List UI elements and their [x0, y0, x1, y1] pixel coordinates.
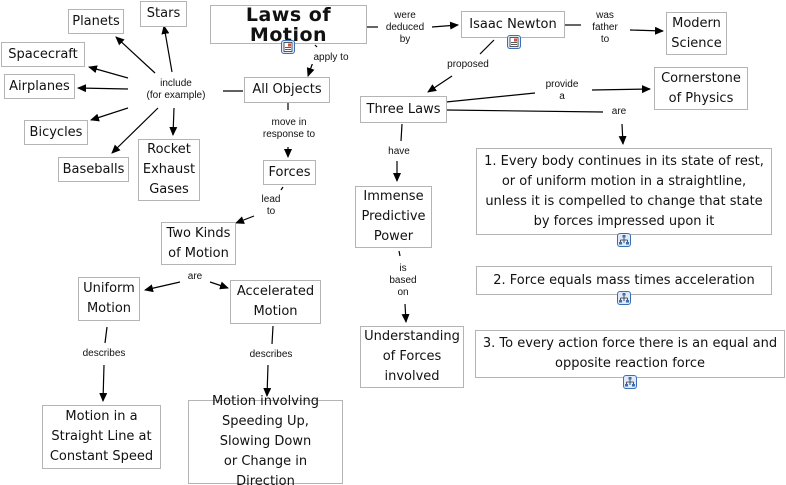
node-forces[interactable]: Forces	[263, 160, 316, 185]
edge-accel-describes	[271, 325, 274, 345]
link-label-provide-a: provide a	[537, 79, 587, 103]
edge-apply-objects	[306, 61, 315, 77]
node-stars[interactable]: Stars	[140, 1, 187, 27]
node-rocket-exhaust-gases[interactable]: Rocket Exhaust Gases	[138, 139, 200, 201]
concept-map-icon[interactable]	[617, 233, 631, 247]
node-law-3[interactable]: 3. To every action force there is an equ…	[475, 330, 785, 378]
node-spacecraft[interactable]: Spacecraft	[1, 42, 85, 67]
edge-proposed-three	[427, 75, 453, 93]
link-label-apply-to: apply to	[309, 52, 353, 64]
node-baseballs[interactable]: Baseballs	[58, 157, 129, 182]
link-label-have: have	[382, 146, 416, 158]
edge-newton-proposed	[479, 39, 495, 55]
node-motion-involving-speeding[interactable]: Motion involving Speeding Up, Slowing Do…	[188, 394, 343, 485]
document-icon[interactable]	[507, 35, 521, 49]
edge-describes-straight	[99, 364, 108, 402]
edge-immense-based	[398, 250, 401, 257]
node-laws-of-motion[interactable]: Laws of Motion	[210, 5, 367, 45]
edge-are-accel	[209, 281, 229, 290]
node-cornerstone-of-physics[interactable]: Cornerstone of Physics	[654, 67, 748, 110]
node-bicycles[interactable]: Bicycles	[24, 120, 88, 145]
link-label-are-kinds: are	[182, 271, 208, 283]
node-understanding-of-forces[interactable]: Understanding of Forces involved	[360, 326, 464, 388]
concept-map-icon[interactable]	[623, 375, 637, 389]
edge-are-law1	[618, 123, 627, 145]
edge-father-science	[629, 26, 664, 35]
node-all-objects[interactable]: All Objects	[244, 77, 330, 103]
link-label-proposed: proposed	[443, 59, 493, 71]
edge-include-planets	[115, 36, 156, 74]
edge-three-are	[445, 109, 604, 113]
link-label-are-laws: are	[606, 106, 632, 118]
node-uniform-motion[interactable]: Uniform Motion	[78, 277, 140, 321]
link-label-is-based-on: is based on	[388, 263, 418, 299]
edge-include-spacecraft	[88, 65, 129, 79]
link-label-describes-accelerated: describes	[243, 349, 299, 361]
concept-map-icon[interactable]	[617, 291, 631, 305]
edge-uniform-describes	[104, 326, 108, 344]
link-label-include: include (for example)	[138, 78, 214, 102]
edge-three-have	[400, 123, 403, 142]
edge-provide-cornerstone	[591, 85, 651, 94]
node-isaac-newton[interactable]: Isaac Newton	[461, 11, 565, 38]
edge-include-stars	[161, 25, 173, 73]
edge-three-provide	[445, 92, 536, 103]
node-planets[interactable]: Planets	[68, 9, 124, 34]
edge-include-airplanes	[77, 84, 129, 93]
link-label-were-deduced-by: were deduced by	[380, 10, 430, 46]
link-label-describes-uniform: describes	[76, 348, 132, 360]
node-airplanes[interactable]: Airplanes	[4, 74, 75, 99]
edge-include-bicycles	[90, 107, 129, 122]
node-law-1[interactable]: 1. Every body continues in its state of …	[476, 148, 772, 235]
document-icon[interactable]	[281, 40, 295, 54]
node-immense-predictive-power[interactable]: Immense Predictive Power	[355, 186, 432, 248]
edge-deduced-newton	[431, 21, 459, 30]
node-motion-straight-line[interactable]: Motion in a Straight Line at Constant Sp…	[42, 405, 161, 469]
node-modern-science[interactable]: Modern Science	[666, 12, 727, 55]
node-accelerated-motion[interactable]: Accelerated Motion	[230, 280, 321, 324]
link-label-was-father-to: was father to	[583, 10, 627, 46]
node-three-laws[interactable]: Three Laws	[360, 96, 447, 123]
edge-lead-twokinds	[235, 215, 255, 224]
link-label-move-in-response-to: move in response to	[258, 117, 320, 141]
edge-based-understanding	[401, 303, 410, 323]
link-label-lead-to: lead to	[258, 194, 284, 218]
node-two-kinds-of-motion[interactable]: Two Kinds of Motion	[161, 222, 236, 265]
edge-are-uniform	[144, 281, 181, 293]
edge-include-rocket	[169, 107, 178, 136]
edge-forces-lead	[280, 186, 284, 191]
